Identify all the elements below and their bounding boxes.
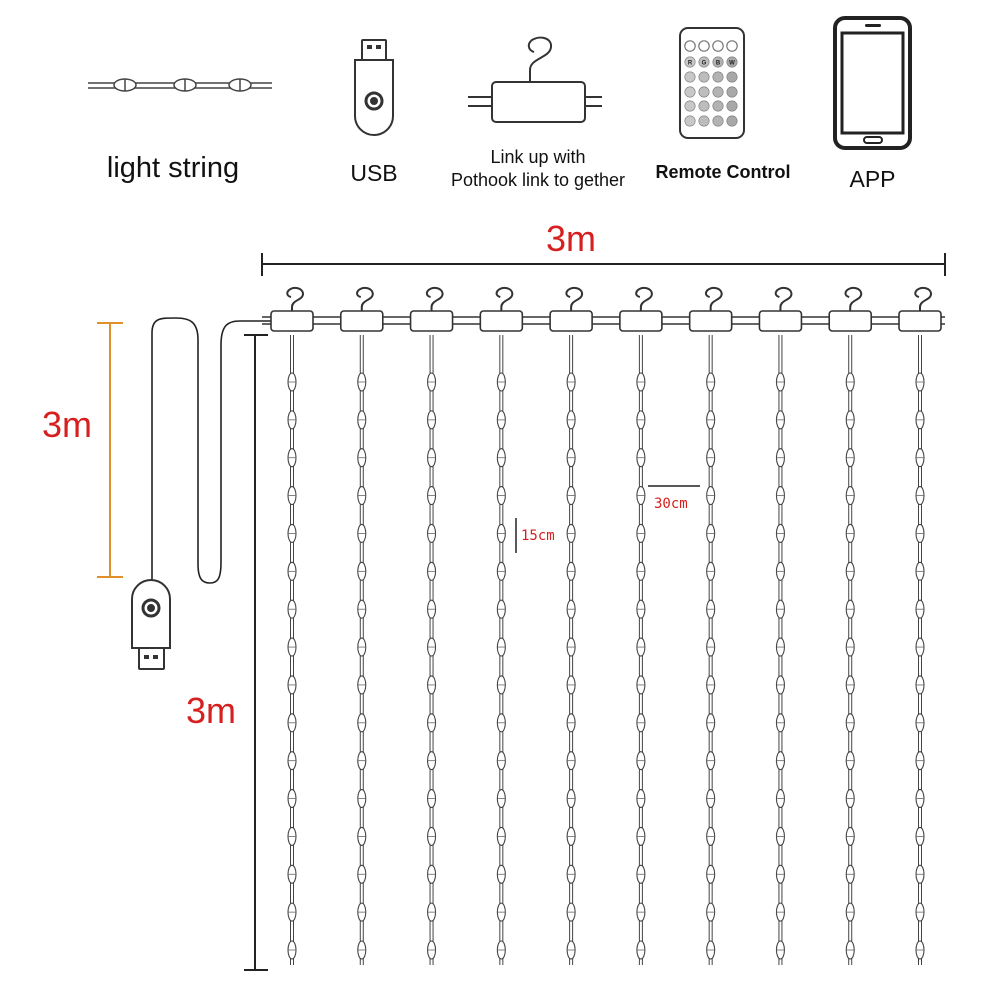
connector-box bbox=[549, 310, 593, 332]
connector-box bbox=[270, 310, 314, 332]
light-strand bbox=[409, 286, 454, 965]
light-strand bbox=[479, 286, 524, 965]
remote-button bbox=[712, 86, 724, 98]
remote-button bbox=[698, 71, 710, 83]
width-dimension-line bbox=[261, 253, 946, 276]
connector-box bbox=[409, 310, 454, 332]
hook bbox=[356, 286, 374, 312]
remote-button bbox=[726, 56, 738, 68]
height-dimension-line bbox=[244, 334, 268, 971]
remote-button bbox=[712, 40, 724, 52]
light-strand bbox=[619, 286, 663, 965]
hook bbox=[495, 286, 514, 312]
remote-button bbox=[712, 100, 724, 112]
usb-controller bbox=[131, 579, 171, 670]
hook bbox=[914, 286, 933, 312]
hook bbox=[425, 286, 444, 312]
remote-button bbox=[712, 71, 724, 83]
bulb-spacing-label: 15cm bbox=[521, 528, 555, 544]
usb-label: USB bbox=[350, 160, 398, 186]
remote-button bbox=[726, 71, 738, 83]
remote-button bbox=[726, 100, 738, 112]
remote-button bbox=[726, 115, 738, 127]
connector-box bbox=[339, 310, 384, 332]
light-strand bbox=[339, 286, 384, 965]
light-strands bbox=[270, 286, 942, 965]
link-label-line1: Link up with bbox=[490, 147, 586, 167]
remote-button-label: G bbox=[702, 61, 707, 67]
hook bbox=[704, 286, 723, 312]
remote-button bbox=[698, 56, 710, 68]
hook bbox=[286, 286, 305, 312]
hook bbox=[565, 286, 584, 312]
phone-icon bbox=[833, 16, 912, 150]
light-strand bbox=[898, 286, 942, 965]
light-strand bbox=[758, 286, 803, 965]
remote-button bbox=[698, 86, 710, 98]
remote-button bbox=[684, 71, 696, 83]
light-strand bbox=[270, 286, 314, 965]
width-dimension-label: 3m bbox=[546, 218, 597, 259]
height-dimension-label: 3m bbox=[186, 690, 237, 731]
link-label-line2: Pothook link to gether bbox=[450, 170, 626, 190]
power-cable bbox=[151, 317, 272, 584]
light-strand bbox=[688, 286, 733, 965]
connector-box bbox=[619, 310, 663, 332]
remote-button bbox=[698, 100, 710, 112]
remote-button bbox=[726, 86, 738, 98]
remote-button bbox=[684, 86, 696, 98]
cable-length-dimension-line bbox=[97, 322, 123, 578]
remote-button bbox=[726, 40, 738, 52]
remote-button-label: B bbox=[716, 61, 721, 67]
light-strand bbox=[549, 286, 593, 965]
strand-spacing-label: 30cm bbox=[654, 496, 688, 512]
connector-box bbox=[479, 310, 524, 332]
hook bbox=[774, 286, 793, 312]
remote-button-label: R bbox=[688, 61, 693, 67]
remote-button bbox=[684, 115, 696, 127]
pothook-link-icon bbox=[468, 36, 602, 123]
remote-button bbox=[712, 115, 724, 127]
hook bbox=[844, 286, 863, 312]
remote-control-label: Remote Control bbox=[655, 162, 791, 182]
light-strand bbox=[828, 286, 873, 965]
remote-button bbox=[684, 40, 696, 52]
usb-plug-icon bbox=[354, 39, 394, 136]
app-label: APP bbox=[849, 166, 896, 192]
light-string-label: light string bbox=[106, 152, 240, 184]
hook bbox=[635, 286, 653, 312]
connector-box bbox=[758, 310, 803, 332]
remote-button bbox=[684, 56, 696, 68]
remote-button bbox=[712, 56, 724, 68]
remote-button bbox=[698, 115, 710, 127]
connector-box bbox=[828, 310, 873, 332]
light-string-icon bbox=[88, 78, 272, 92]
remote-button bbox=[684, 100, 696, 112]
remote-button-label: W bbox=[729, 61, 735, 67]
cable-length-label: 3m bbox=[42, 404, 93, 445]
connector-box bbox=[688, 310, 733, 332]
connector-box bbox=[898, 310, 942, 332]
remote-button bbox=[698, 40, 710, 52]
